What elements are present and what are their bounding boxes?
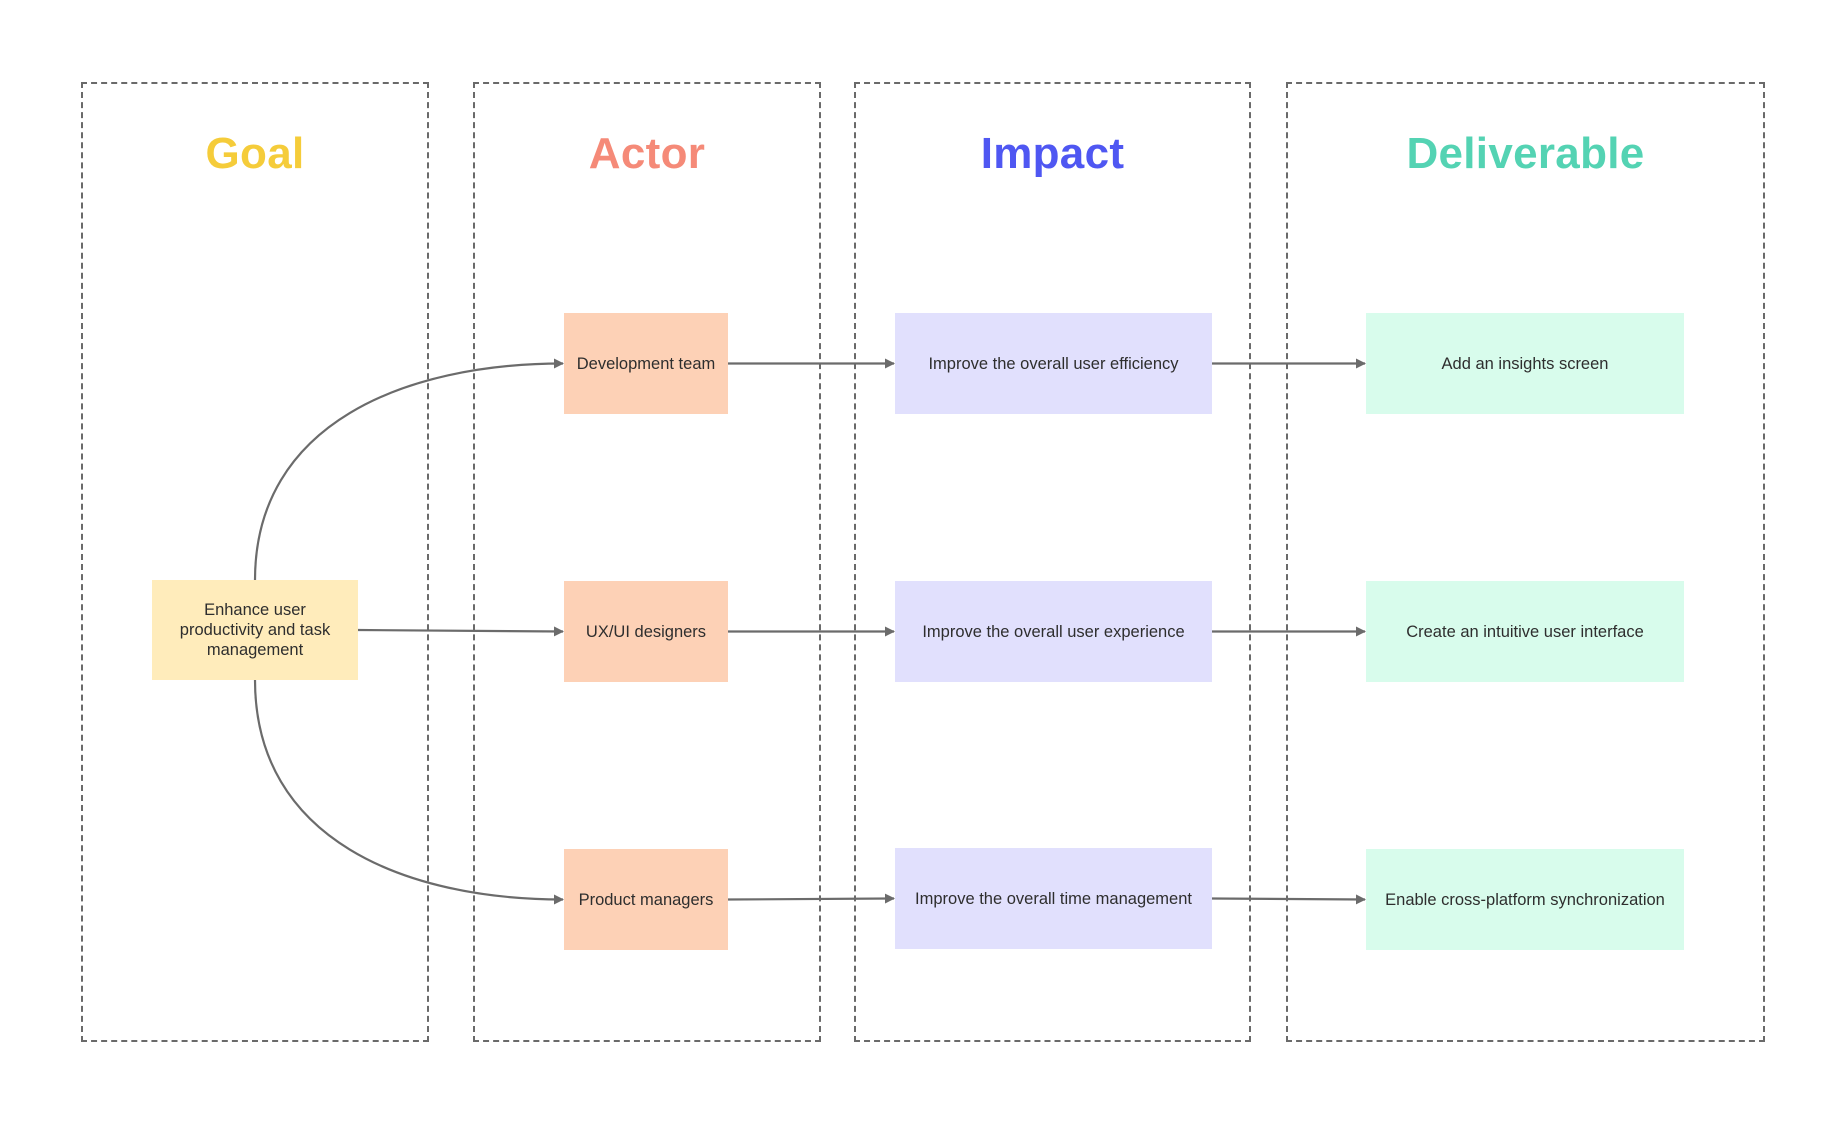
deliverable-node-cross-platform-sync[interactable]: Enable cross-platform synchronization: [1366, 849, 1684, 950]
deliverable-node-label: Add an insights screen: [1441, 354, 1609, 373]
deliverable-node-insights-screen[interactable]: Add an insights screen: [1366, 313, 1684, 414]
actor-node-label: Development team: [576, 354, 716, 373]
goal-node-label: Enhance user productivity and task manag…: [179, 601, 331, 659]
goal-node[interactable]: Enhance user productivity and task manag…: [152, 580, 358, 680]
impact-column-title: Impact: [980, 129, 1125, 178]
goal-column-title: Goal: [205, 129, 305, 178]
actor-node-label: UX/UI designers: [585, 622, 707, 641]
deliverable-column: Deliverable: [1286, 82, 1765, 1042]
impact-node-time-management[interactable]: Improve the overall time management: [895, 848, 1212, 949]
impact-node-user-efficiency[interactable]: Improve the overall user efficiency: [895, 313, 1212, 414]
impact-node-label: Improve the overall user efficiency: [928, 354, 1179, 373]
deliverable-node-label: Create an intuitive user interface: [1406, 622, 1644, 641]
impact-node-user-experience[interactable]: Improve the overall user experience: [895, 581, 1212, 682]
actor-node-development-team[interactable]: Development team: [564, 313, 728, 414]
actor-column-title: Actor: [588, 129, 706, 178]
goal-column: Goal: [81, 82, 429, 1042]
actor-node-label: Product managers: [578, 890, 714, 909]
impact-column: Impact: [854, 82, 1251, 1042]
actor-node-product-managers[interactable]: Product managers: [564, 849, 728, 950]
actor-node-ux-ui-designers[interactable]: UX/UI designers: [564, 581, 728, 682]
impact-node-label: Improve the overall time management: [915, 889, 1192, 908]
deliverable-node-label: Enable cross-platform synchronization: [1385, 890, 1665, 909]
deliverable-column-title: Deliverable: [1406, 129, 1645, 178]
impact-node-label: Improve the overall user experience: [922, 622, 1185, 641]
deliverable-node-intuitive-ui[interactable]: Create an intuitive user interface: [1366, 581, 1684, 682]
